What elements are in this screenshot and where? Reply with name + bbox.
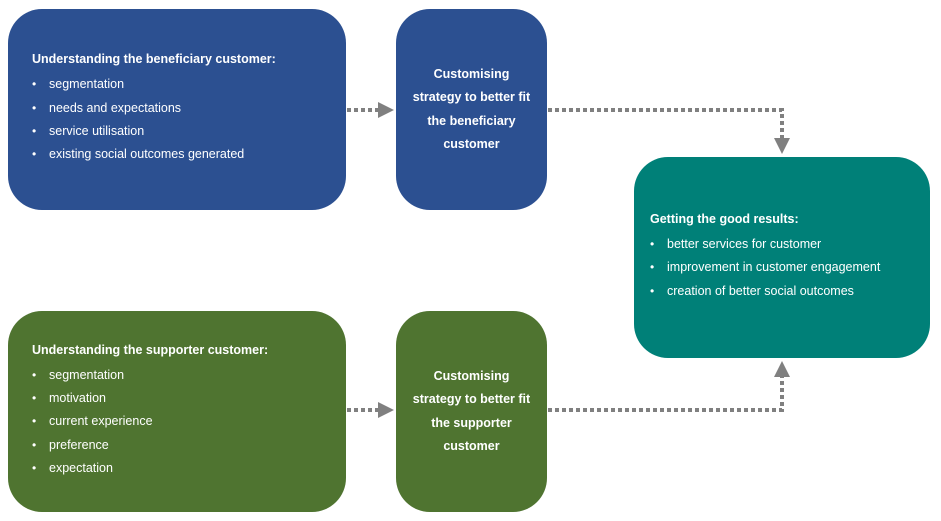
list-item: preference — [32, 434, 332, 458]
beneficiary-strategy-box: Customising strategy to better fit the b… — [396, 9, 547, 210]
list-item: needs and expectations — [32, 97, 332, 121]
list-item: segmentation — [32, 364, 332, 388]
results-list: better services for customer improvement… — [650, 233, 916, 304]
list-item: service utilisation — [32, 120, 332, 144]
strategy-line: customer — [443, 137, 500, 151]
supporter-understanding-title: Understanding the supporter customer: — [32, 342, 269, 357]
strategy-line: the beneficiary — [427, 113, 516, 128]
list-item: improvement in customer engagement — [650, 256, 916, 280]
beneficiary-understanding-box: Understanding the beneficiary customer: … — [8, 9, 346, 210]
strategy-line: Customising — [433, 66, 510, 81]
list-item: better services for customer — [650, 233, 916, 257]
supporter-strategy-box: Customising strategy to better fit the s… — [396, 311, 547, 512]
strategy-line: strategy to better fit — [412, 392, 531, 406]
strategy-line: customer — [443, 439, 500, 453]
beneficiary-understanding-title: Understanding the beneficiary customer: — [32, 52, 276, 67]
list-item: segmentation — [32, 73, 332, 97]
arrow-beneficiary-strategy-to-results — [548, 108, 790, 154]
arrow-supporter-strategy-to-results — [548, 361, 790, 412]
results-title: Getting the good results: — [650, 211, 799, 226]
list-item: creation of better social outcomes — [650, 280, 916, 304]
beneficiary-understanding-list: segmentation needs and expectations serv… — [32, 73, 332, 166]
list-item: current experience — [32, 410, 332, 434]
strategy-line: strategy to better fit — [412, 90, 531, 104]
list-item: motivation — [32, 387, 332, 411]
strategy-line: Customising — [433, 368, 510, 383]
strategy-line: the supporter — [431, 415, 512, 430]
supporter-strategy-text: Customising strategy to better fit the s… — [413, 365, 530, 459]
list-item: expectation — [32, 457, 332, 481]
supporter-understanding-list: segmentation motivation current experien… — [32, 364, 332, 481]
list-item: existing social outcomes generated — [32, 143, 332, 167]
supporter-understanding-box: Understanding the supporter customer: se… — [8, 311, 346, 512]
beneficiary-strategy-text: Customising strategy to better fit the b… — [413, 63, 530, 157]
results-box: Getting the good results: better service… — [634, 157, 930, 358]
